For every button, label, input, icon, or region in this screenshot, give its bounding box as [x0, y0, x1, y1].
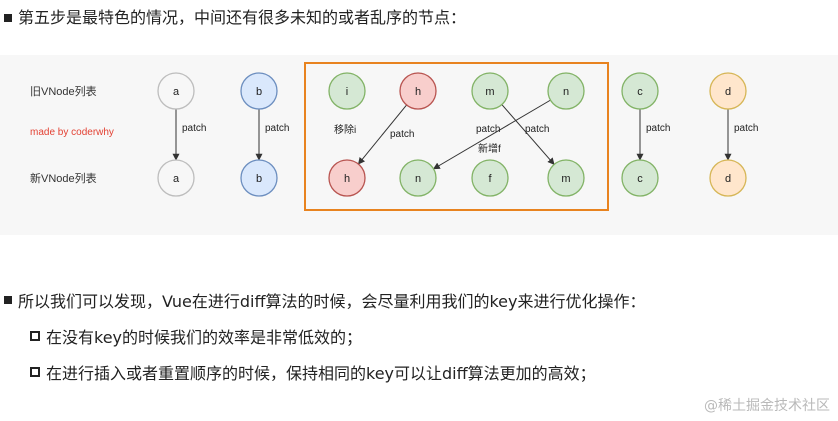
node-circle	[328, 72, 366, 110]
add-f-label: 新增f	[478, 142, 501, 155]
node-label: n	[415, 173, 421, 185]
credit-label: made by coderwhy	[30, 127, 114, 138]
vnode-diff-diagram: 旧VNode列表 made by coderwhy 新VNode列表 a b i h m…	[0, 55, 838, 235]
node-label: a	[173, 173, 180, 185]
node-label: h	[344, 173, 350, 185]
new-node-b: b	[240, 159, 278, 197]
edge-label-layer: patch patch patch patch patch patch patch 移除i 新增…	[182, 123, 758, 155]
patch-label-m: patch	[476, 124, 500, 135]
old-node-d: d	[709, 72, 747, 110]
old-node-a: a	[157, 72, 195, 110]
node-label: i	[346, 86, 348, 98]
node-circle	[471, 72, 509, 110]
new-node-c: c	[621, 159, 659, 197]
new-node-a: a	[157, 159, 195, 197]
node-circle	[547, 159, 585, 197]
new-node-m: m	[547, 159, 585, 197]
patch-label: patch	[265, 123, 289, 134]
old-node-m: m	[471, 72, 509, 110]
watermark: @稀土掘金技术社区	[704, 398, 830, 414]
hollow-square-bullet-icon	[30, 331, 40, 341]
square-bullet-icon	[4, 14, 12, 22]
node-circle	[709, 72, 747, 110]
remove-i-label: 移除i	[334, 123, 356, 136]
hollow-square-bullet-icon	[30, 367, 40, 377]
node-label: b	[256, 86, 262, 98]
new-node-f: f	[471, 159, 509, 197]
node-circle	[471, 159, 509, 197]
node-circle	[240, 72, 278, 110]
edge-layer	[172, 99, 732, 170]
sub-point-text: 在进行插入或者重置顺序的时候，保持相同的key可以让diff算法更加的高效；	[46, 364, 596, 383]
patch-label-n: patch	[525, 124, 549, 135]
node-label: d	[725, 173, 731, 185]
old-node-h: h	[399, 72, 437, 110]
node-label: a	[173, 86, 180, 98]
node-label: c	[637, 86, 643, 98]
patch-label: patch	[646, 123, 670, 134]
patch-arrow-m	[501, 104, 555, 165]
patch-label-h: patch	[390, 129, 414, 140]
node-label: m	[485, 86, 494, 98]
unknown-sequence-box	[304, 62, 609, 211]
square-bullet-icon	[4, 296, 12, 304]
heading-text: 第五步是最特色的情况，中间还有很多未知的或者乱序的节点：	[18, 8, 467, 27]
node-label: n	[563, 86, 569, 98]
new-list-label: 新VNode列表	[30, 171, 97, 185]
patch-label: patch	[734, 123, 758, 134]
node-circle	[547, 72, 585, 110]
node-circle	[157, 72, 195, 110]
old-list-label: 旧VNode列表	[30, 84, 97, 98]
old-node-c: c	[621, 72, 659, 110]
section-heading: 第五步是最特色的情况，中间还有很多未知的或者乱序的节点：	[4, 8, 466, 28]
node-circle	[240, 159, 278, 197]
node-circle	[621, 72, 659, 110]
node-circle	[709, 159, 747, 197]
node-label: b	[256, 173, 262, 185]
sub-point-no-key: 在没有key的时候我们的效率是非常低效的；	[30, 324, 362, 348]
node-label: d	[725, 86, 731, 98]
diagram-svg: 旧VNode列表 made by coderwhy 新VNode列表 a b i h m…	[30, 62, 758, 211]
sub-point-text: 在没有key的时候我们的效率是非常低效的；	[46, 328, 363, 347]
new-node-h: h	[328, 159, 366, 197]
new-node-n: n	[399, 159, 437, 197]
node-circle	[328, 159, 366, 197]
patch-label: patch	[182, 123, 206, 134]
new-node-d: d	[709, 159, 747, 197]
old-node-i: i	[328, 72, 366, 110]
old-node-b: b	[240, 72, 278, 110]
node-label: f	[488, 173, 492, 185]
node-label: c	[637, 173, 643, 185]
patch-arrow-h	[357, 104, 408, 165]
conclusion-paragraph: 所以我们可以发现，Vue在进行diff算法的时候，会尽量利用我们的key来进行优…	[4, 288, 645, 312]
node-circle	[399, 72, 437, 110]
sub-point-with-key: 在进行插入或者重置顺序的时候，保持相同的key可以让diff算法更加的高效；	[30, 360, 596, 384]
node-circle	[399, 159, 437, 197]
conclusion-text: 所以我们可以发现，Vue在进行diff算法的时候，会尽量利用我们的key来进行优…	[18, 292, 646, 311]
patch-arrow-n	[432, 99, 551, 170]
node-circle	[621, 159, 659, 197]
old-node-n: n	[547, 72, 585, 110]
node-circle	[157, 159, 195, 197]
node-label: m	[561, 173, 570, 185]
node-label: h	[415, 86, 421, 98]
